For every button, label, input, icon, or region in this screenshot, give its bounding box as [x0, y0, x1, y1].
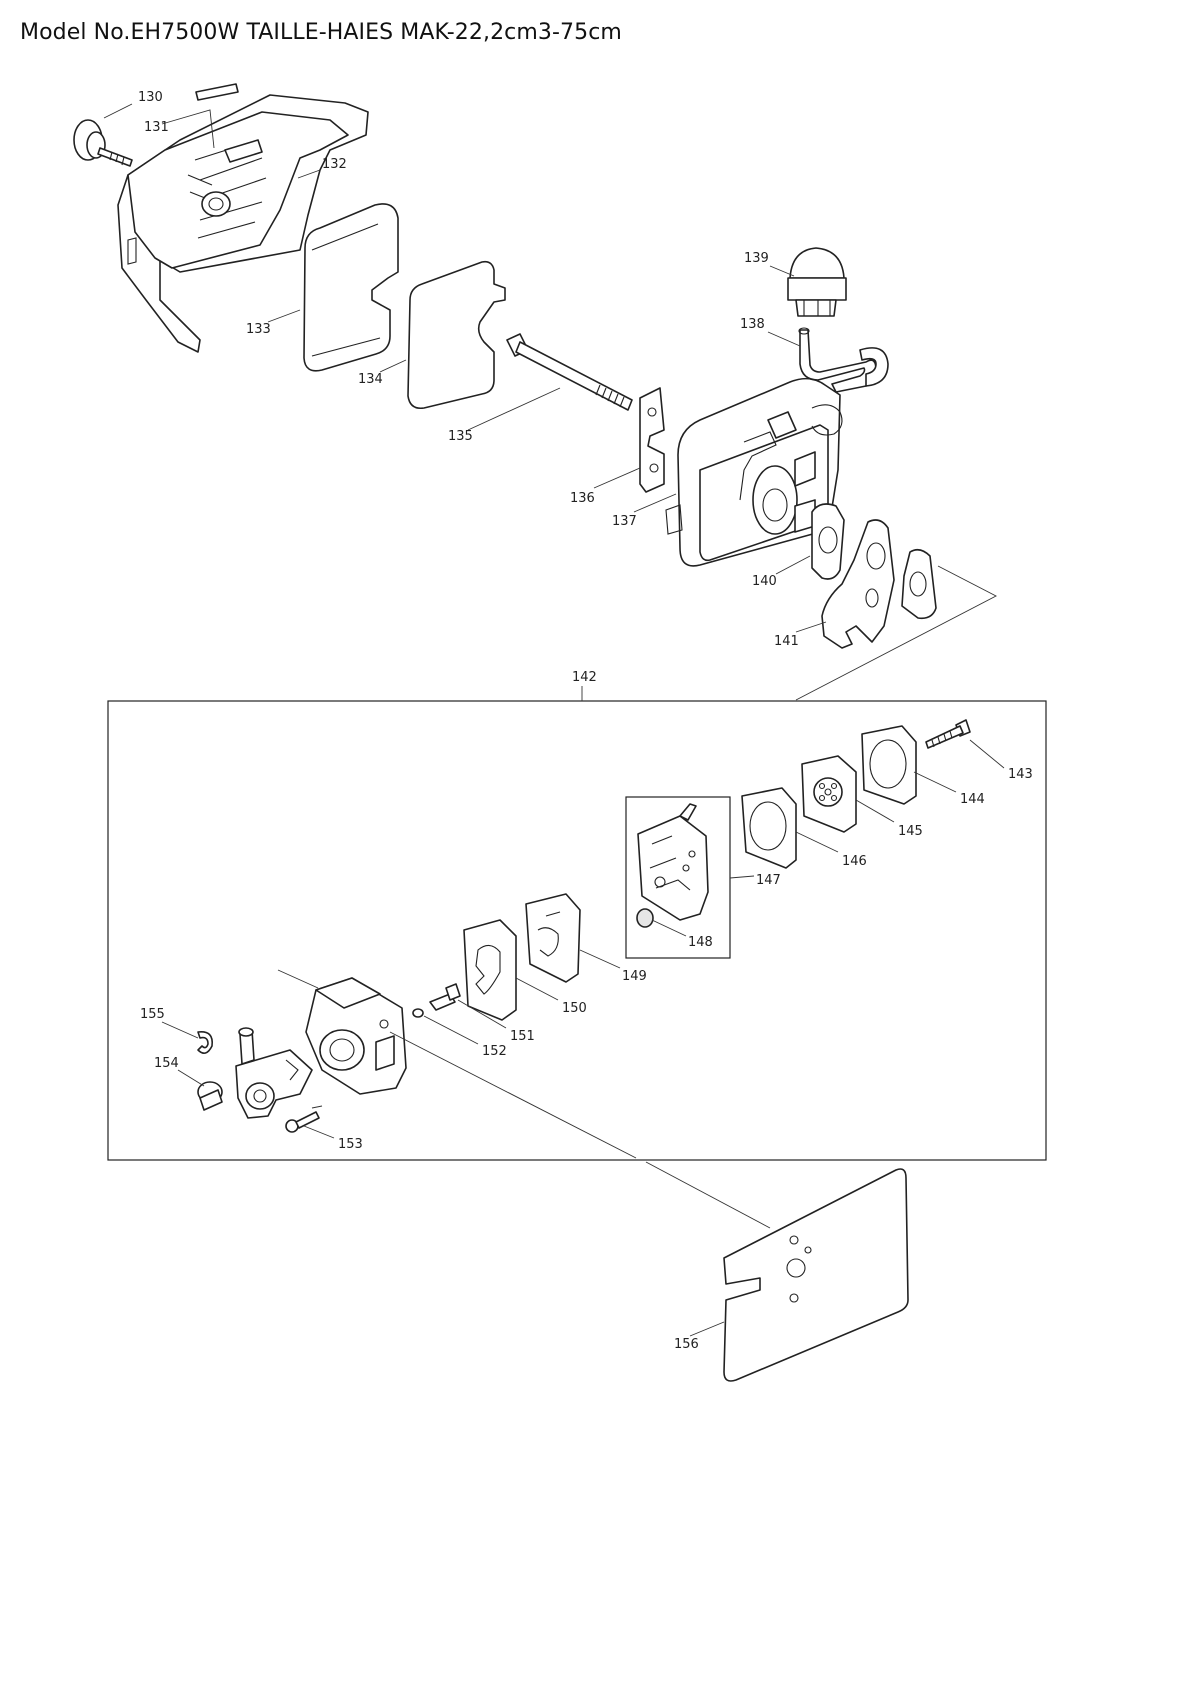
part-138-fuel-pipe[interactable]	[798, 327, 889, 393]
callout-136: 136	[570, 491, 595, 506]
callout-149: 149	[622, 969, 647, 984]
callout-137: 137	[612, 514, 637, 529]
callout-154: 154	[154, 1056, 179, 1071]
callout-155: 155	[140, 1007, 165, 1022]
part-151-needle[interactable]	[429, 983, 461, 1011]
callout-132: 132	[322, 157, 347, 172]
part-143-screw[interactable]	[925, 719, 971, 749]
callout-145: 145	[898, 824, 923, 839]
part-141-gasket[interactable]	[901, 548, 937, 620]
part-130-knob[interactable]	[73, 119, 133, 167]
callout-130: 130	[138, 90, 163, 105]
throttle-lever[interactable]	[235, 1027, 313, 1119]
part-155-clip[interactable]	[197, 1030, 214, 1054]
part-148-filter-screen[interactable]	[636, 908, 654, 928]
part-136-bracket[interactable]	[639, 387, 665, 493]
callout-143: 143	[1008, 767, 1033, 782]
callout-146: 146	[842, 854, 867, 869]
callout-133: 133	[246, 322, 271, 337]
part-150-plate[interactable]	[463, 919, 517, 1021]
callout-142: 142	[572, 670, 597, 685]
callout-140: 140	[752, 574, 777, 589]
part-146-gasket[interactable]	[741, 787, 797, 869]
leader-lines	[103, 103, 1005, 1337]
part-137-air-cleaner-case[interactable]	[665, 377, 843, 567]
part-145-diaphragm[interactable]	[801, 755, 857, 833]
part-141-plate[interactable]	[821, 519, 895, 649]
part-149-gasket[interactable]	[525, 893, 581, 983]
part-156-insulator[interactable]	[723, 1168, 909, 1382]
callout-153: 153	[338, 1137, 363, 1152]
callout-148: 148	[688, 935, 713, 950]
part-140-gasket[interactable]	[811, 503, 845, 580]
carburetor-body[interactable]	[305, 977, 407, 1095]
callout-135: 135	[448, 429, 473, 444]
pump-subassembly-frame	[625, 796, 731, 959]
part-154-cap[interactable]	[197, 1081, 223, 1111]
callout-139: 139	[744, 251, 769, 266]
part-139-primer-bulb[interactable]	[787, 247, 847, 317]
part-153-screw[interactable]	[285, 1111, 320, 1133]
part-133-filter-element[interactable]	[303, 203, 399, 372]
callout-147: 147	[756, 873, 781, 888]
callout-134: 134	[358, 372, 383, 387]
part-135-bolt[interactable]	[506, 333, 633, 411]
part-144-cover[interactable]	[861, 725, 917, 805]
carburetor-assembly-frame	[107, 700, 1047, 1161]
callout-152: 152	[482, 1044, 507, 1059]
callout-141: 141	[774, 634, 799, 649]
part-132-air-cleaner-cover[interactable]	[117, 94, 369, 353]
part-131-label[interactable]	[195, 83, 239, 101]
part-147-pump-body[interactable]	[637, 803, 709, 921]
callout-144: 144	[960, 792, 985, 807]
callout-131: 131	[144, 120, 169, 135]
callout-156: 156	[674, 1337, 699, 1352]
page-title: Model No.EH7500W TAILLE-HAIES MAK-22,2cm…	[20, 20, 622, 45]
part-134-filter-plate[interactable]	[407, 260, 506, 410]
callout-151: 151	[510, 1029, 535, 1044]
callout-labels: 130 131 132 133 134 135 136 137 138 139 …	[138, 90, 1033, 1352]
callout-150: 150	[562, 1001, 587, 1016]
part-152-washer[interactable]	[412, 1008, 424, 1018]
callout-138: 138	[740, 317, 765, 332]
